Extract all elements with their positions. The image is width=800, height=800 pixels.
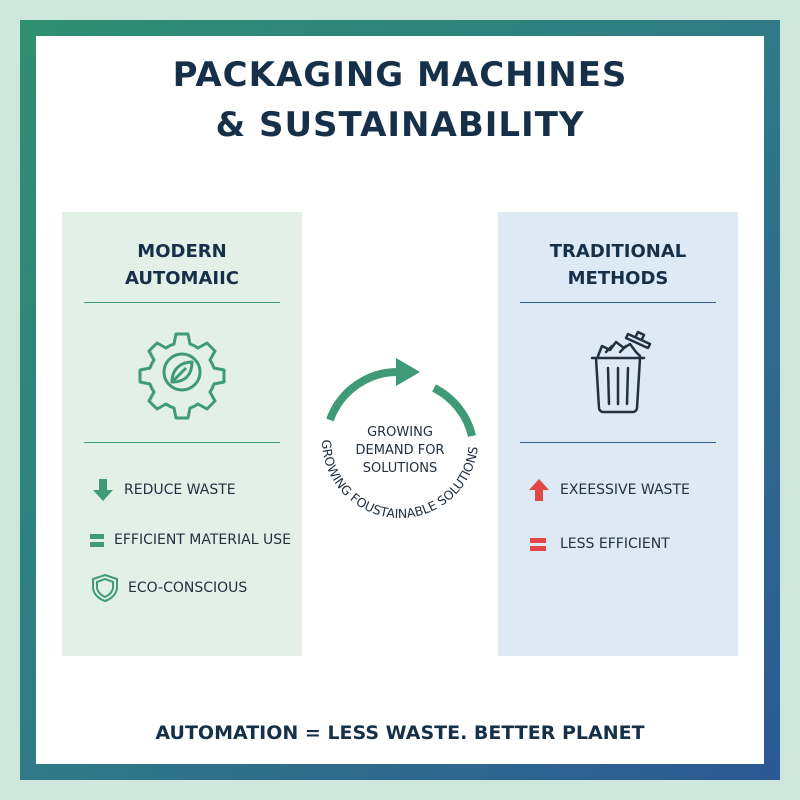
list-item-reduce-waste: REDUCE WASTE xyxy=(90,478,236,502)
title-line-1: PACKAGING MACHINES xyxy=(172,55,628,95)
left-panel-title: MODERN AUTOMAIIC xyxy=(62,238,302,292)
less-efficient-label: LESS EFFICIENT xyxy=(560,536,670,552)
list-item-eco-conscious: ECO-CONSCIOUS xyxy=(90,573,248,603)
left-divider-top xyxy=(84,302,280,303)
page-title: PACKAGING MACHINES & SUSTAINABILITY xyxy=(36,50,764,150)
shield-icon xyxy=(90,573,120,603)
right-panel-title-line-2: METHODS xyxy=(567,268,669,289)
list-item-efficient-material: EFFICIENT MATERIAL USE xyxy=(86,528,291,552)
right-divider-top xyxy=(520,302,716,303)
right-panel-title-line-1: TRADITIONAL xyxy=(549,241,687,262)
right-panel-title: TRADITIONAL METHODS xyxy=(498,238,738,292)
gear-leaf-icon xyxy=(132,322,232,422)
cycle-arrow-icon: GROWING FOUSTAINABLE SOLUTIONS xyxy=(310,350,490,550)
excessive-waste-label: EXEESSIVE WASTE xyxy=(560,482,690,498)
left-panel-title-line-2: AUTOMAIIC xyxy=(124,268,240,289)
center-text: GROWING DEMAND FOR SOLUTIONS xyxy=(340,424,460,478)
efficient-material-label: EFFICIENT MATERIAL USE xyxy=(114,532,291,548)
list-item-less-efficient: LESS EFFICIENT xyxy=(526,532,670,556)
right-divider-bottom xyxy=(520,442,716,443)
eco-conscious-label: ECO-CONSCIOUS xyxy=(128,580,248,596)
footer-tagline: AUTOMATION = LESS WASTE. BETTER PLANET xyxy=(155,722,645,744)
left-divider-bottom xyxy=(84,442,280,443)
left-panel-title-line-1: MODERN xyxy=(137,241,227,262)
modern-automatic-panel: MODERN AUTOMAIIC REDUCE WASTE EFFICIENT … xyxy=(62,212,302,656)
center-text-line-1: GROWING xyxy=(367,425,433,440)
list-item-excessive-waste: EXEESSIVE WASTE xyxy=(526,478,690,502)
center-text-line-2: DEMAND FOR xyxy=(355,443,445,458)
traditional-methods-panel: TRADITIONAL METHODS EXEESSIVE WASTE LESS… xyxy=(498,212,738,656)
equals-icon xyxy=(86,528,106,552)
arrow-down-icon xyxy=(90,478,116,502)
arrow-up-icon xyxy=(526,478,552,502)
trash-can-icon xyxy=(568,322,668,422)
title-line-2: & SUSTAINABILITY xyxy=(215,105,585,145)
equals-icon xyxy=(526,532,552,556)
reduce-waste-label: REDUCE WASTE xyxy=(124,482,236,498)
center-text-line-3: SOLUTIONS xyxy=(362,461,438,476)
